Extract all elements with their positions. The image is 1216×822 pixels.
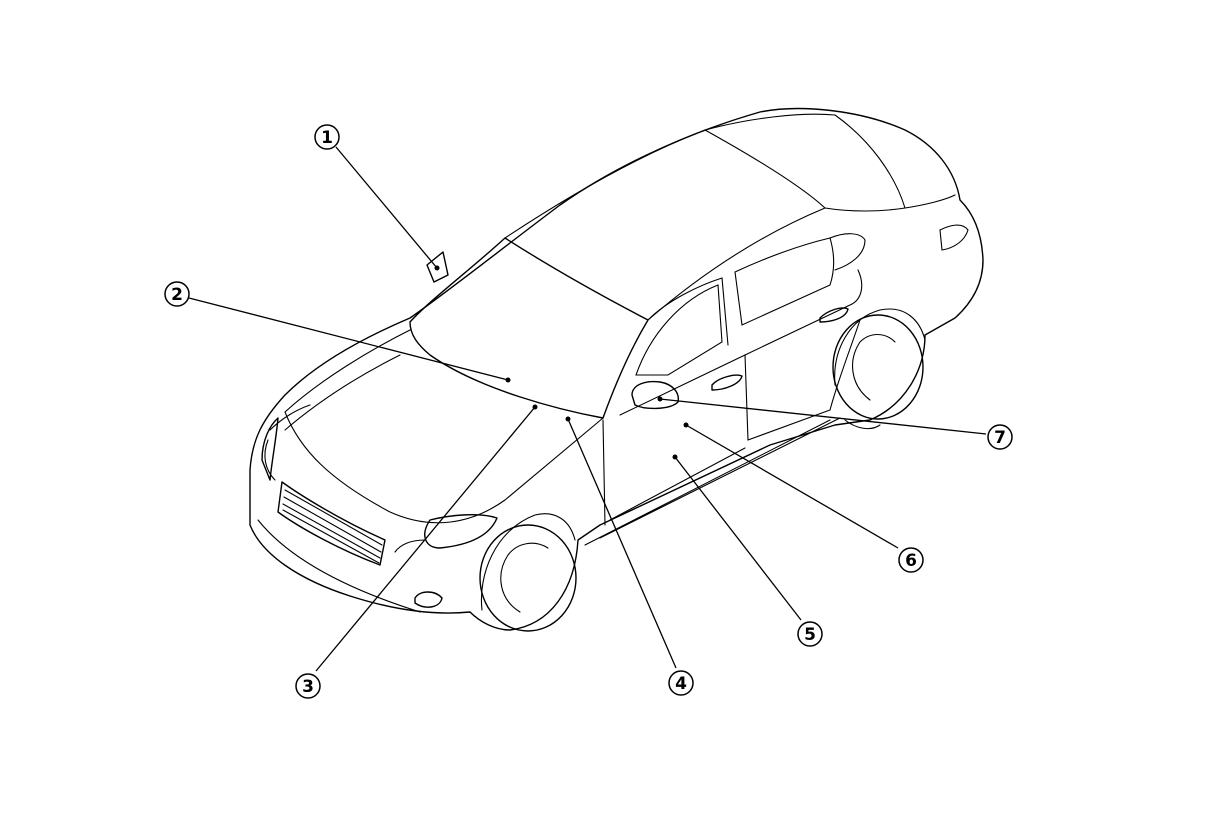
trunk-line xyxy=(904,194,969,251)
front-wheel xyxy=(479,513,577,632)
left-headlight xyxy=(261,417,279,481)
front-bumper xyxy=(257,519,426,613)
rear-window xyxy=(704,113,906,212)
leader-line-7 xyxy=(659,398,987,435)
callout-6: 6 xyxy=(898,547,924,573)
leader-line-3 xyxy=(315,406,536,672)
windshield xyxy=(409,237,649,419)
callout-label-2: 2 xyxy=(171,285,183,305)
callout-label-5: 5 xyxy=(804,625,816,645)
side-mirror xyxy=(631,380,679,410)
front-grille xyxy=(277,481,386,566)
a-pillar xyxy=(647,277,729,346)
leader-point-6 xyxy=(683,422,689,428)
front-door-window xyxy=(635,284,723,376)
callout-label-7: 7 xyxy=(994,428,1006,448)
car-illustration xyxy=(249,107,984,632)
leader-point-2 xyxy=(505,377,511,383)
leader-line-6 xyxy=(685,424,899,549)
callout-label-1: 1 xyxy=(321,128,333,148)
right-headlight xyxy=(424,514,498,549)
rear-door xyxy=(744,233,866,441)
leader-point-3 xyxy=(532,404,538,410)
callout-label-6: 6 xyxy=(905,551,917,571)
leader-lines xyxy=(188,146,987,672)
hood-crease xyxy=(264,404,311,481)
leader-line-5 xyxy=(674,456,802,621)
antenna-fin xyxy=(426,251,449,283)
car-body-outline xyxy=(249,107,984,631)
rear-wheel xyxy=(832,308,926,430)
leader-line-2 xyxy=(188,297,509,381)
leader-point-1 xyxy=(434,265,440,271)
leader-point-5 xyxy=(672,454,678,460)
callout-label-3: 3 xyxy=(302,677,314,697)
leader-point-4 xyxy=(565,416,571,422)
hood xyxy=(284,329,604,524)
leader-line-1 xyxy=(335,146,438,269)
side-sill xyxy=(584,417,841,546)
callout-4: 4 xyxy=(668,670,694,696)
rear-door-window xyxy=(734,237,835,326)
leader-point-7 xyxy=(657,396,663,402)
rear-door-handle xyxy=(819,307,849,323)
roof xyxy=(504,129,827,321)
callout-3: 3 xyxy=(295,673,321,699)
front-door-handle xyxy=(711,374,743,391)
fog-light xyxy=(414,591,443,608)
callout-1: 1 xyxy=(314,124,340,150)
callout-5: 5 xyxy=(797,621,823,647)
callout-7: 7 xyxy=(987,424,1013,450)
callout-2: 2 xyxy=(164,281,190,307)
leader-line-4 xyxy=(567,418,677,669)
front-door xyxy=(602,354,749,526)
callout-label-4: 4 xyxy=(675,674,687,694)
